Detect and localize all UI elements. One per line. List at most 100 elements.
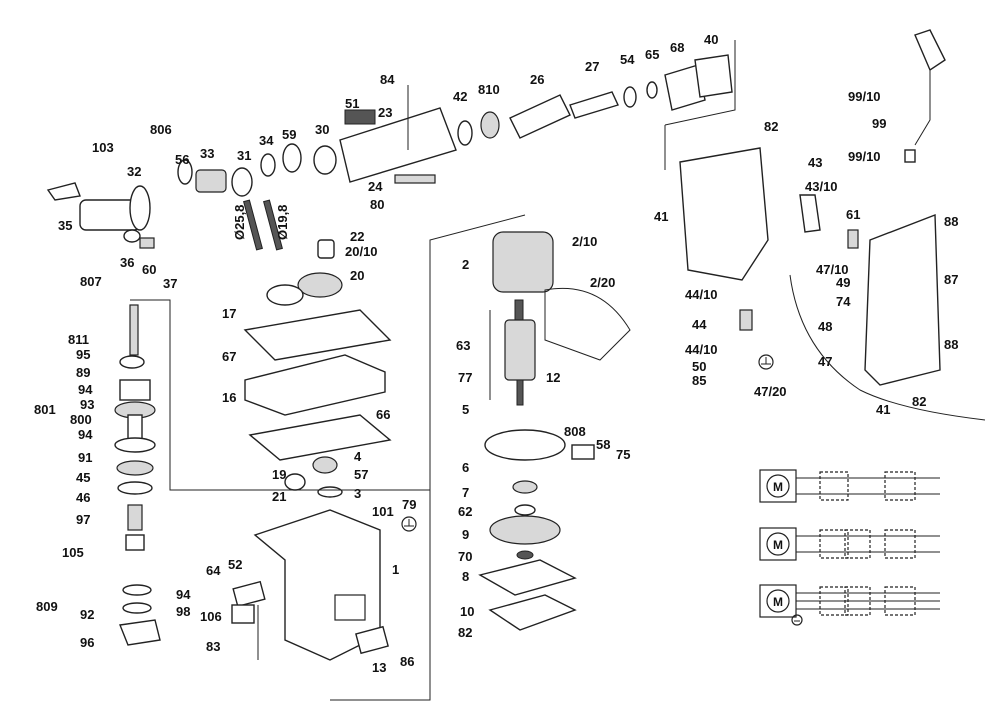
part-label-42: 42 [453,89,467,104]
part-label-106: 106 [200,609,222,624]
motor-box [759,527,797,561]
part-label-56: 56 [175,152,189,167]
part-label-48: 48 [818,319,832,334]
part-label-70: 70 [458,549,472,564]
part-label-34: 34 [259,133,274,148]
part-label-86: 86 [400,654,414,669]
part-label-63: 63 [456,338,470,353]
part-label-16: 16 [222,390,236,405]
part-label-91: 91 [78,450,92,465]
part-label-32: 32 [127,164,141,179]
part-label-54: 54 [620,52,635,67]
part-label-105: 105 [62,545,84,560]
motor-box [759,469,797,503]
front-barrel-assembly [46,54,733,251]
motor-symbol-label: M [773,595,783,609]
part-label-31: 31 [237,148,251,163]
part-label-50: 50 [692,359,706,374]
part-label-44: 44 [692,317,707,332]
switch-box [844,529,871,559]
part-label-62: 62 [458,504,472,519]
part-label-88: 88 [944,214,958,229]
part-label-97: 97 [76,512,90,527]
part-label-77: 77 [458,370,472,385]
part-label-95: 95 [76,347,90,362]
part-label-99-10: 99/10 [848,89,881,104]
part-label--19-8: Ø19,8 [275,205,290,240]
wiring-diagrams: MMM [759,469,940,618]
part-label-8: 8 [462,569,469,584]
part-label-9: 9 [462,527,469,542]
part-label-99: 99 [872,116,886,131]
part-label-49: 49 [836,275,850,290]
part-label-84: 84 [380,72,395,87]
part-label-40: 40 [704,32,718,47]
motor-symbol-label: M [773,480,783,494]
part-label-94: 94 [176,587,191,602]
part-label-47: 47 [818,354,832,369]
part-label-89: 89 [76,365,90,380]
motor-assembly [478,231,631,631]
part-label-92: 92 [80,607,94,622]
part-label-23: 23 [378,105,392,120]
part-label-52: 52 [228,557,242,572]
part-label-26: 26 [530,72,544,87]
motor-symbol-icon [766,589,790,613]
part-label-801: 801 [34,402,56,417]
part-label-87: 87 [944,272,958,287]
part-label-800: 800 [70,412,92,427]
gear-case-assembly [231,214,526,701]
part-label-60: 60 [142,262,156,277]
part-label-809: 809 [36,599,58,614]
part-label-88: 88 [944,337,958,352]
part-label-17: 17 [222,306,236,321]
part-label-2-20: 2/20 [590,275,615,290]
part-label-67: 67 [222,349,236,364]
part-label-41: 41 [654,209,668,224]
switch-box [819,586,849,616]
part-label-35: 35 [58,218,72,233]
part-label-33: 33 [200,146,214,161]
part-label-96: 96 [80,635,94,650]
part-label-98: 98 [176,604,190,619]
part-label-20-10: 20/10 [345,244,378,259]
part-label-93: 93 [80,397,94,412]
part-label-83: 83 [206,639,220,654]
part-label-94: 94 [78,382,93,397]
switch-box [884,471,916,501]
part-label-85: 85 [692,373,706,388]
part-label-811: 811 [68,332,89,347]
part-label-65: 65 [645,47,659,62]
part-label-808: 808 [564,424,586,439]
part-label-59: 59 [282,127,296,142]
part-label-810: 810 [478,82,500,97]
part-label-5: 5 [462,402,469,417]
part-label-24: 24 [368,179,383,194]
part-label-19: 19 [272,467,286,482]
part-label-36: 36 [120,255,134,270]
handle-assembly [664,29,986,421]
part-label-58: 58 [596,437,610,452]
part-label-74: 74 [836,294,851,309]
part-label-103: 103 [92,140,114,155]
motor-symbol-icon [766,532,790,556]
part-label-10: 10 [460,604,474,619]
part-label-2-10: 2/10 [572,234,597,249]
part-label-1: 1 [392,562,399,577]
part-label-75: 75 [616,447,630,462]
part-label-807: 807 [80,274,102,289]
part-label-13: 13 [372,660,386,675]
part-label-21: 21 [272,489,286,504]
part-label-94: 94 [78,427,93,442]
part-label-61: 61 [846,207,860,222]
part-label-37: 37 [163,276,177,291]
part-label-43: 43 [808,155,822,170]
part-label-47-20: 47/20 [754,384,787,399]
part-label-44-10: 44/10 [685,342,718,357]
switch-box [844,586,871,616]
part-label-47-10: 47/10 [816,262,849,277]
part-label--25-8: Ø25,8 [232,205,247,240]
part-label-7: 7 [462,485,469,500]
